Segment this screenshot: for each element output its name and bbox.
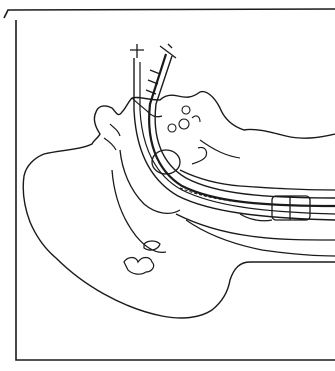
tube-connectors	[130, 44, 176, 94]
hyoid-bone	[124, 241, 160, 274]
trachea-wall-lower	[176, 214, 335, 240]
soft-palate	[192, 147, 207, 164]
tongue	[120, 150, 180, 213]
endotracheal-tube-right-inner	[155, 56, 335, 198]
nasal-turbinates	[168, 106, 200, 132]
mouth-lips	[104, 124, 120, 150]
esophagus-wall	[186, 220, 335, 256]
trachea-wall-upper	[180, 170, 335, 190]
